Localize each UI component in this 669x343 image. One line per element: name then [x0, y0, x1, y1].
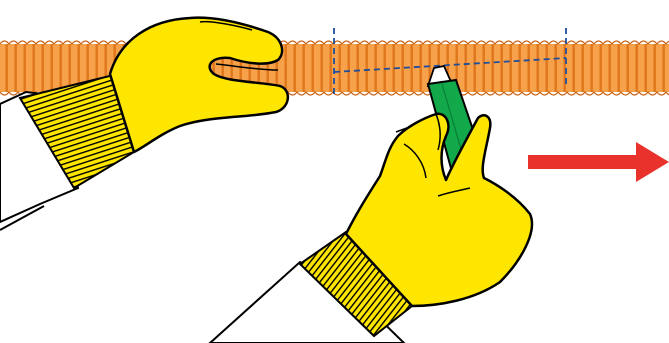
- gloved-hand-with-knife-icon: [210, 114, 532, 343]
- left-glove: [110, 18, 288, 152]
- right-arrow-icon: [528, 142, 669, 182]
